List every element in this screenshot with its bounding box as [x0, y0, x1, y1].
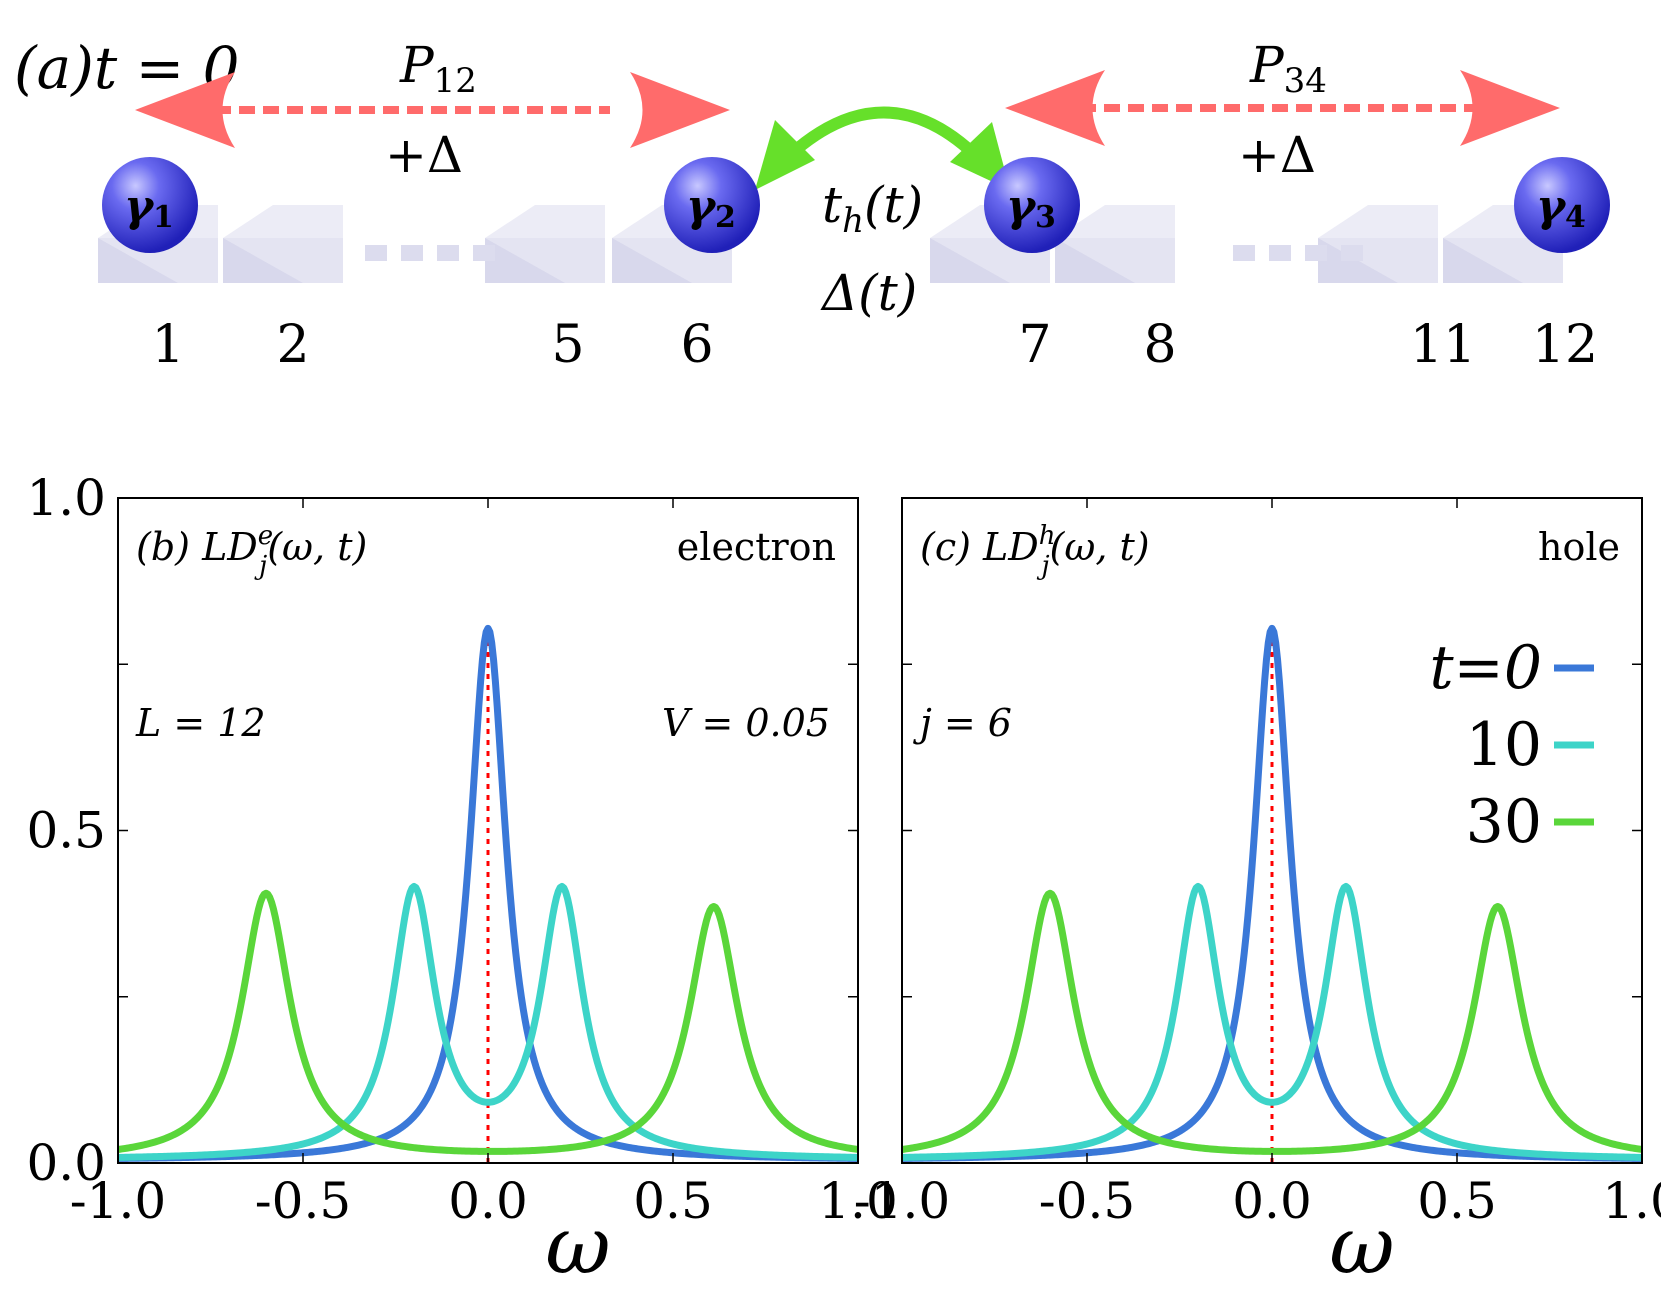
hopping-left-arrowhead	[755, 120, 815, 190]
p12-left-arrowhead	[135, 72, 235, 148]
site-label: 7	[1018, 315, 1051, 375]
y-tick-label: 0.0	[26, 1134, 106, 1192]
majorana-sphere-2: γ2	[664, 157, 760, 253]
gamma-label: γ4	[1536, 181, 1586, 235]
site-label: 6	[680, 315, 713, 375]
cube-shade	[223, 238, 343, 283]
legend-label: t=0	[1429, 633, 1542, 703]
cube-shade	[1055, 238, 1175, 283]
carrier-label: electron	[677, 525, 836, 569]
y-tick-label: 1.0	[26, 469, 106, 527]
schematic-panel: (a)t = 0 P12 +Δ P34 +Δ th(t) Δ(t)	[14, 34, 1610, 375]
gamma-label: γ1	[124, 181, 174, 235]
site-label: 5	[551, 315, 584, 375]
series-line-30	[116, 889, 860, 1155]
p12-right-arrowhead	[630, 72, 730, 148]
hopping-arc	[786, 106, 980, 160]
majorana-spheres: γ1 γ2 γ3 γ4	[102, 157, 1610, 253]
x-tick-label: -1.0	[70, 1172, 166, 1230]
lattice-cube	[223, 205, 343, 283]
x-axis-label: ω	[1329, 1199, 1394, 1292]
p34-right-arrowhead	[1460, 70, 1560, 146]
majorana-sphere-1: γ1	[102, 157, 198, 253]
sphere-ball	[664, 157, 760, 253]
carrier-label: hole	[1538, 525, 1620, 569]
x-tick-label: 0.5	[1417, 1172, 1497, 1230]
hopping-right-arrowhead	[950, 122, 1010, 190]
gamma-label: γ3	[1006, 181, 1056, 235]
lattice-cube	[485, 205, 605, 283]
series-line-10	[900, 882, 1644, 1161]
cube-shade	[98, 238, 218, 283]
cube-top	[223, 205, 343, 238]
site-label: 2	[276, 315, 309, 375]
sphere-ball	[984, 157, 1080, 253]
sphere-ball	[102, 157, 198, 253]
site-label: 1	[151, 315, 184, 375]
th-label: th(t)	[822, 176, 923, 241]
cube-top	[1318, 205, 1438, 238]
annotation-left: L = 12	[135, 701, 266, 745]
lattice-cube	[1318, 205, 1438, 283]
majorana-sphere-4: γ4	[1514, 157, 1610, 253]
plus-delta-right: +Δ	[1238, 126, 1316, 184]
site-label: 12	[1532, 315, 1598, 375]
plus-delta-left: +Δ	[385, 126, 463, 184]
delta-t-label: Δ(t)	[820, 264, 917, 322]
cube-top	[485, 205, 605, 238]
x-tick-label: 1.0	[1602, 1172, 1661, 1230]
series-line-10	[116, 882, 860, 1161]
x-tick-label: 0.5	[633, 1172, 713, 1230]
x-tick-label: 0.0	[1232, 1172, 1312, 1230]
p12-label: P12	[399, 36, 477, 101]
x-tick-label: 1.0	[818, 1172, 898, 1230]
legend-label: 10	[1466, 710, 1542, 780]
x-tick-label: -0.5	[1039, 1172, 1135, 1230]
cube-shade	[485, 238, 605, 283]
hopping-curved-arrow	[755, 106, 1010, 190]
site-label: 11	[1410, 315, 1476, 375]
annotation-left: j = 6	[913, 701, 1012, 745]
x-axis-label: ω	[545, 1199, 610, 1292]
panel-a-label: (a)t = 0	[14, 34, 240, 102]
sphere-ball	[1514, 157, 1610, 253]
cube-top	[1055, 205, 1175, 238]
cube-shade	[1443, 238, 1563, 283]
site-label: 8	[1143, 315, 1176, 375]
series-line-30	[900, 889, 1644, 1155]
x-tick-label: 0.0	[448, 1172, 528, 1230]
p34-label: P34	[1249, 36, 1327, 101]
majorana-sphere-3: γ3	[984, 157, 1080, 253]
legend-label: 30	[1466, 787, 1542, 857]
p12-double-arrow	[135, 72, 730, 148]
lattice-cube	[1055, 205, 1175, 283]
gamma-label: γ2	[686, 181, 736, 235]
x-tick-label: -0.5	[255, 1172, 351, 1230]
p34-double-arrow	[1005, 70, 1560, 146]
y-tick-label: 0.5	[26, 802, 106, 860]
p34-left-arrowhead	[1005, 70, 1105, 146]
annotation-right: V = 0.05	[662, 701, 830, 745]
x-tick-label: -1.0	[854, 1172, 950, 1230]
